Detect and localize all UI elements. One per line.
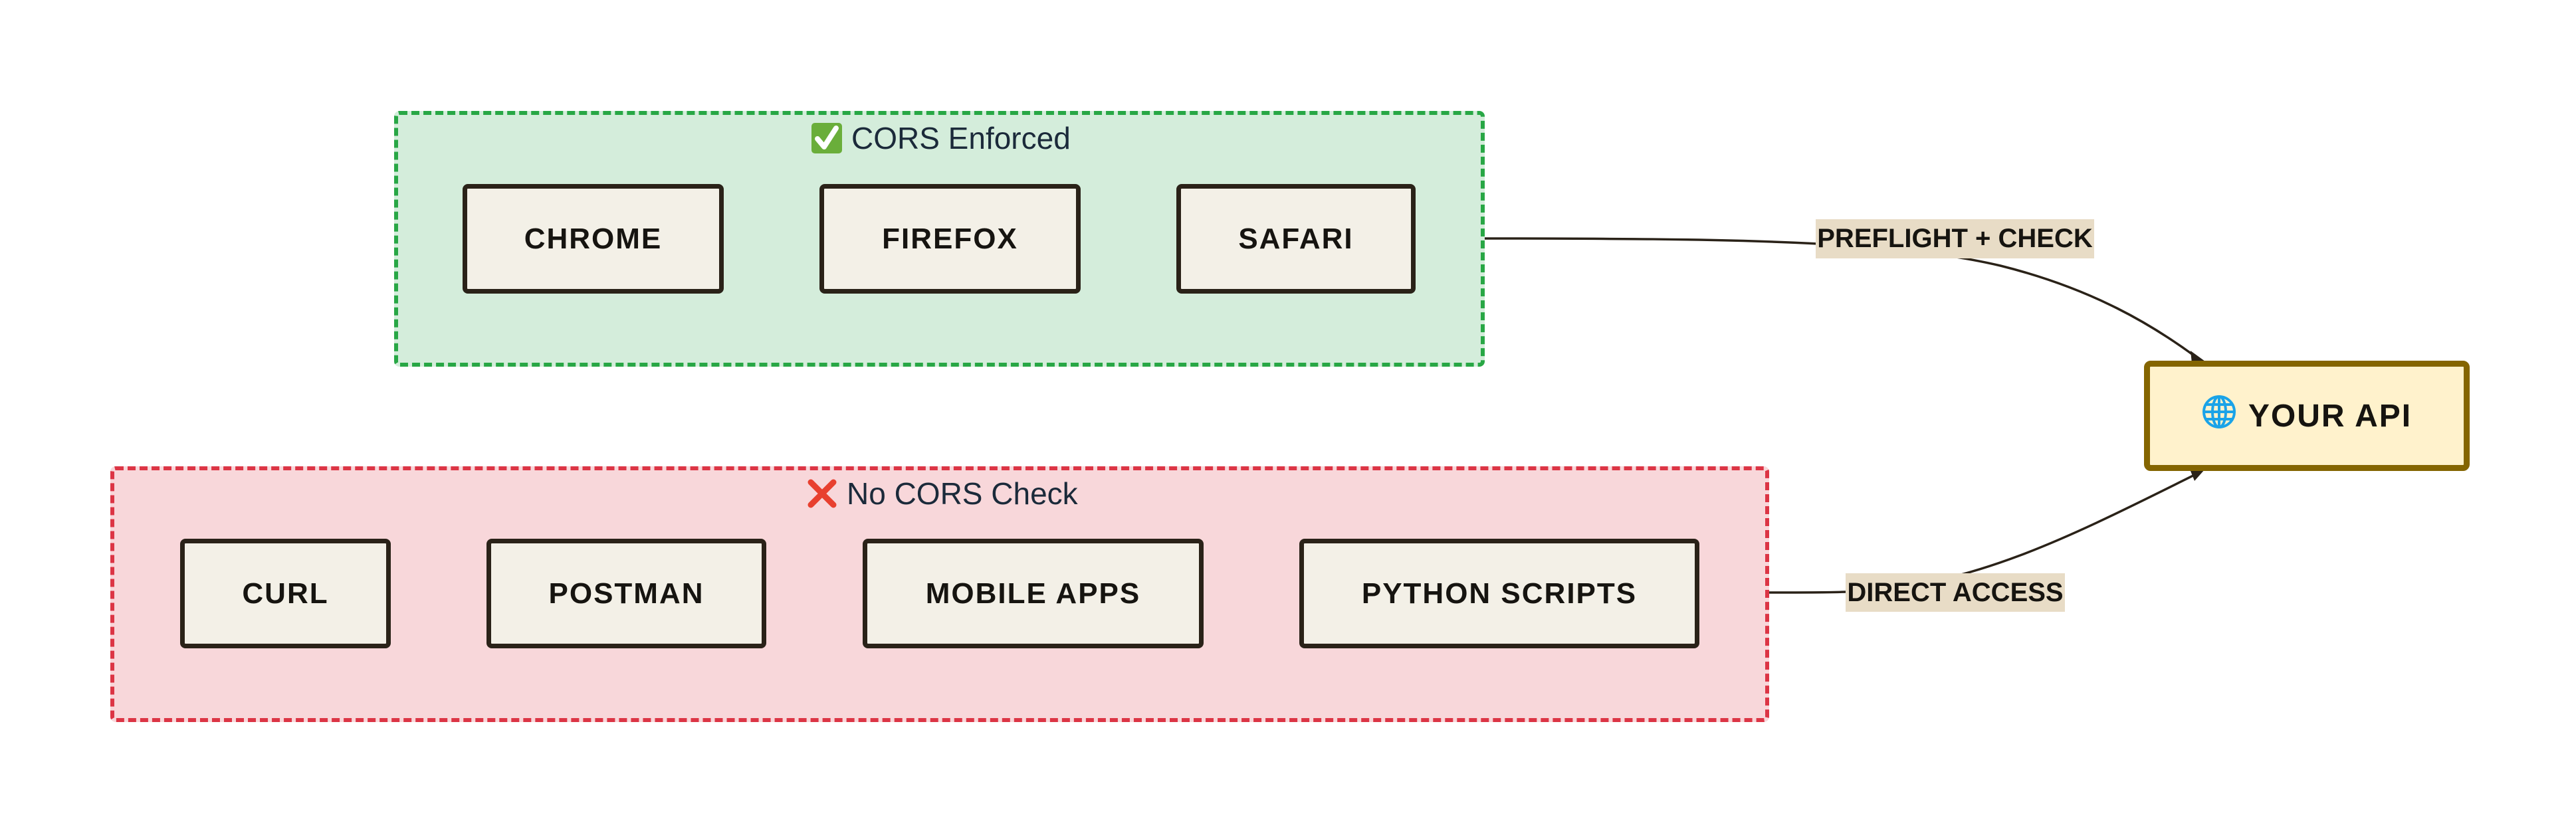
group-title-text: CORS Enforced — [851, 121, 1071, 155]
group-title-no-cors: No CORS Check — [805, 476, 1078, 511]
node-mobile-apps[interactable]: MOBILE APPS — [863, 539, 1204, 648]
cross-mark-icon — [805, 477, 839, 510]
edge-label-preflight-check: PREFLIGHT + CHECK — [1816, 219, 2094, 258]
group-title-text: No CORS Check — [847, 476, 1078, 511]
node-your-api[interactable]: YOUR API — [2144, 361, 2470, 471]
node-python-scripts[interactable]: PYTHON SCRIPTS — [1299, 539, 1699, 648]
group-title-cors-enforced: CORS Enforced — [810, 120, 1071, 156]
edge-label-direct-access: DIRECT ACCESS — [1846, 573, 2065, 612]
node-firefox[interactable]: FIREFOX — [819, 184, 1081, 294]
api-label: YOUR API — [2248, 398, 2413, 434]
check-mark-button-icon — [810, 122, 843, 155]
node-chrome[interactable]: CHROME — [463, 184, 724, 294]
node-postman[interactable]: POSTMAN — [486, 539, 766, 648]
globe-icon — [2202, 395, 2236, 437]
node-curl[interactable]: CURL — [180, 539, 391, 648]
node-safari[interactable]: SAFARI — [1176, 184, 1416, 294]
